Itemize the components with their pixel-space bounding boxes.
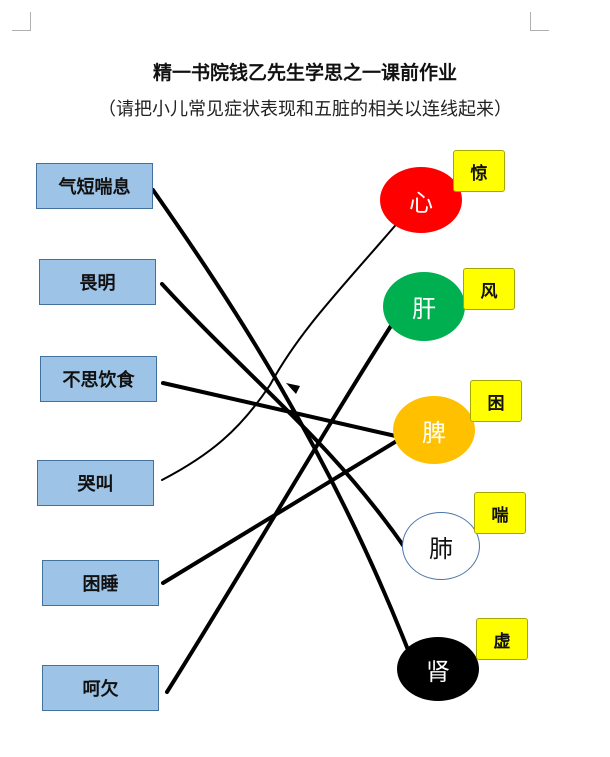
organ-tag-jing: 惊	[453, 150, 505, 192]
organ-circle-shen[interactable]: 肾	[397, 637, 479, 701]
organ-tag-xu: 虚	[476, 618, 528, 660]
arrowhead-mark	[286, 383, 300, 394]
symptom-box-kujiao[interactable]: 哭叫	[37, 460, 154, 506]
line-qiduan-to-shen	[151, 188, 412, 657]
organ-circle-gan[interactable]: 肝	[383, 272, 465, 341]
organ-tag-feng: 风	[463, 268, 515, 310]
page-corner-mark-right	[530, 12, 549, 31]
organ-circle-xin[interactable]: 心	[380, 167, 462, 233]
line-hoqian-to-gan	[165, 313, 400, 694]
line-weiming-to-fei	[160, 282, 407, 550]
symptom-box-busiyinshi[interactable]: 不思饮食	[40, 356, 157, 402]
symptom-box-qiduanchuanxi[interactable]: 气短喘息	[36, 163, 153, 209]
line-busi-to-pi	[161, 381, 402, 439]
symptom-box-hoqian[interactable]: 呵欠	[42, 665, 159, 711]
organ-label-shen: 肾	[426, 657, 450, 686]
organ-label-xin: 心	[409, 188, 433, 217]
organ-label-gan: 肝	[412, 295, 436, 323]
page-subtitle: （请把小儿常见症状表现和五脏的相关以连线起来）	[98, 99, 512, 120]
organ-circle-fei[interactable]: 肺	[402, 512, 480, 580]
organ-circle-pi[interactable]: 脾	[393, 396, 475, 464]
line-kujiao-to-xin	[161, 219, 401, 481]
line-kunshui-to-pi	[161, 437, 402, 585]
organ-tag-kun: 困	[470, 380, 522, 422]
symptom-box-kunshui[interactable]: 困睡	[42, 560, 159, 606]
symptom-box-weiming[interactable]: 畏明	[39, 259, 156, 305]
organ-label-pi: 脾	[422, 418, 446, 447]
organ-label-fei: 肺	[429, 534, 453, 563]
organ-tag-chuan: 喘	[474, 492, 526, 534]
page-title: 精一书院钱乙先生学思之一课前作业	[152, 62, 457, 84]
page-corner-mark-left	[12, 12, 31, 31]
